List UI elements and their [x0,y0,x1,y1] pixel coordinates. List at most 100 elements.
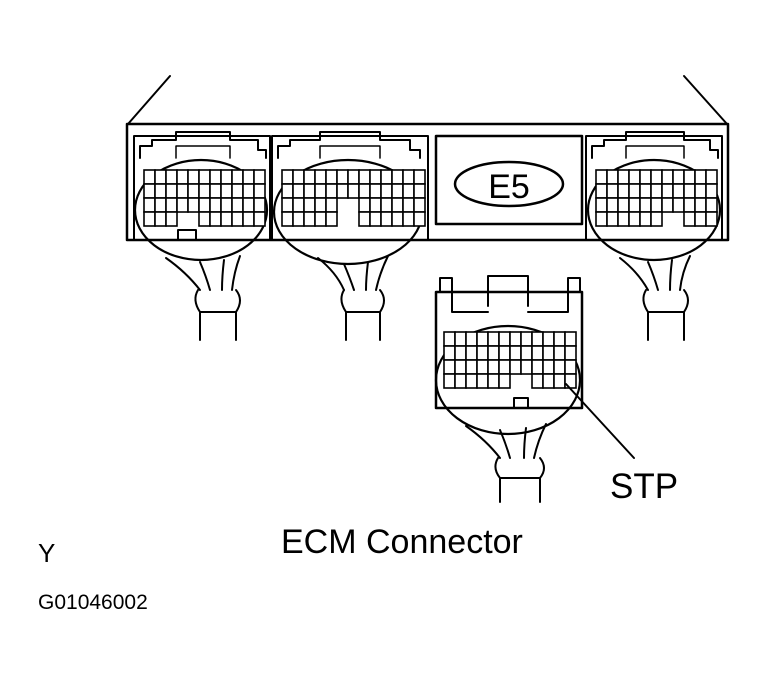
terminal-cell [231,197,244,213]
terminal-cell [380,197,393,213]
connector-plug [434,275,584,503]
terminal-cell [531,331,544,347]
terminal-cell [465,331,478,347]
terminal-cell [209,197,222,213]
terminal-cell [443,359,456,375]
terminal-cell [454,373,467,389]
terminal-cell [391,183,404,199]
terminal-cell [487,345,500,361]
terminal-cell [564,345,577,361]
socket-right [585,131,723,341]
terminal-cell [509,331,522,347]
terminal-cell [325,169,338,185]
terminal-cell [314,211,327,227]
terminal-cell [347,169,360,185]
terminal-cell [683,169,696,185]
terminal-cell [325,183,338,199]
terminal-cell [683,183,696,199]
terminal-cell [380,183,393,199]
terminal-cell [391,211,404,227]
terminal-cell [253,211,266,227]
terminal-cell [154,169,167,185]
terminal-cell [694,197,707,213]
terminal-cell [402,183,415,199]
terminal-cell [242,197,255,213]
terminal-cell [661,183,674,199]
terminal-cell [617,211,630,227]
terminal-cell [281,197,294,213]
terminal-cell [176,197,189,213]
terminal-cell [220,197,233,213]
badge-label: E5 [488,168,530,206]
terminal-cell [165,169,178,185]
terminal-cell [498,331,511,347]
terminal-cell [476,373,489,389]
terminal-cell [220,211,233,227]
terminal-cell [231,183,244,199]
terminal-cell [198,183,211,199]
terminal-cell [672,197,685,213]
terminal-cell [487,373,500,389]
terminal-cell [231,211,244,227]
terminal-cell [628,169,641,185]
terminal-cell [650,169,663,185]
terminal-cell [498,373,511,389]
terminal-cell [143,183,156,199]
terminal-cell [242,183,255,199]
wire-loop [586,158,722,262]
terminal-cell [531,359,544,375]
terminal-cell [476,331,489,347]
e5-label-panel: E5 [434,134,584,226]
terminal-cell [358,211,371,227]
terminal-cell [143,169,156,185]
terminal-cell [443,373,456,389]
terminal-cell [380,169,393,185]
terminal-cell [209,211,222,227]
terminal-cell [253,169,266,185]
terminal-cell [520,331,533,347]
wire-loop [434,324,582,436]
terminal-cell [650,197,663,213]
terminal-cell [253,197,266,213]
terminal-cell [465,359,478,375]
terminal-cell [617,183,630,199]
terminal-cell [553,345,566,361]
terminal-cell [402,197,415,213]
terminal-cell [553,373,566,389]
terminal-cell [639,183,652,199]
terminal-cell [209,169,222,185]
terminal-cell [628,183,641,199]
terminal-cell [617,197,630,213]
terminal-cell [683,211,696,227]
terminal-cell [465,373,478,389]
terminal-cell [281,183,294,199]
terminal-cell [314,183,327,199]
terminal-cell [314,197,327,213]
terminal-cell [143,197,156,213]
terminal-cell [705,183,718,199]
socket-left [133,131,271,341]
terminal-cell [231,169,244,185]
terminal-cell [413,197,426,213]
terminal-cell [595,169,608,185]
terminal-cell [465,345,478,361]
terminal-cell [443,331,456,347]
terminal-cell [520,345,533,361]
terminal-cell [165,183,178,199]
terminal-cell [198,211,211,227]
terminal-cell [242,211,255,227]
terminal-cell [606,211,619,227]
terminal-cell [606,197,619,213]
terminal-cell [564,331,577,347]
terminal-cell [413,183,426,199]
terminal-cell [509,359,522,375]
terminal-cell [165,211,178,227]
terminal-cell [639,169,652,185]
terminal-cell [694,211,707,227]
terminal-cell [281,211,294,227]
terminal-cell [154,197,167,213]
corner-letter: Y [38,538,55,568]
terminal-cell [672,169,685,185]
terminal-cell [617,169,630,185]
terminal-cell [542,331,555,347]
